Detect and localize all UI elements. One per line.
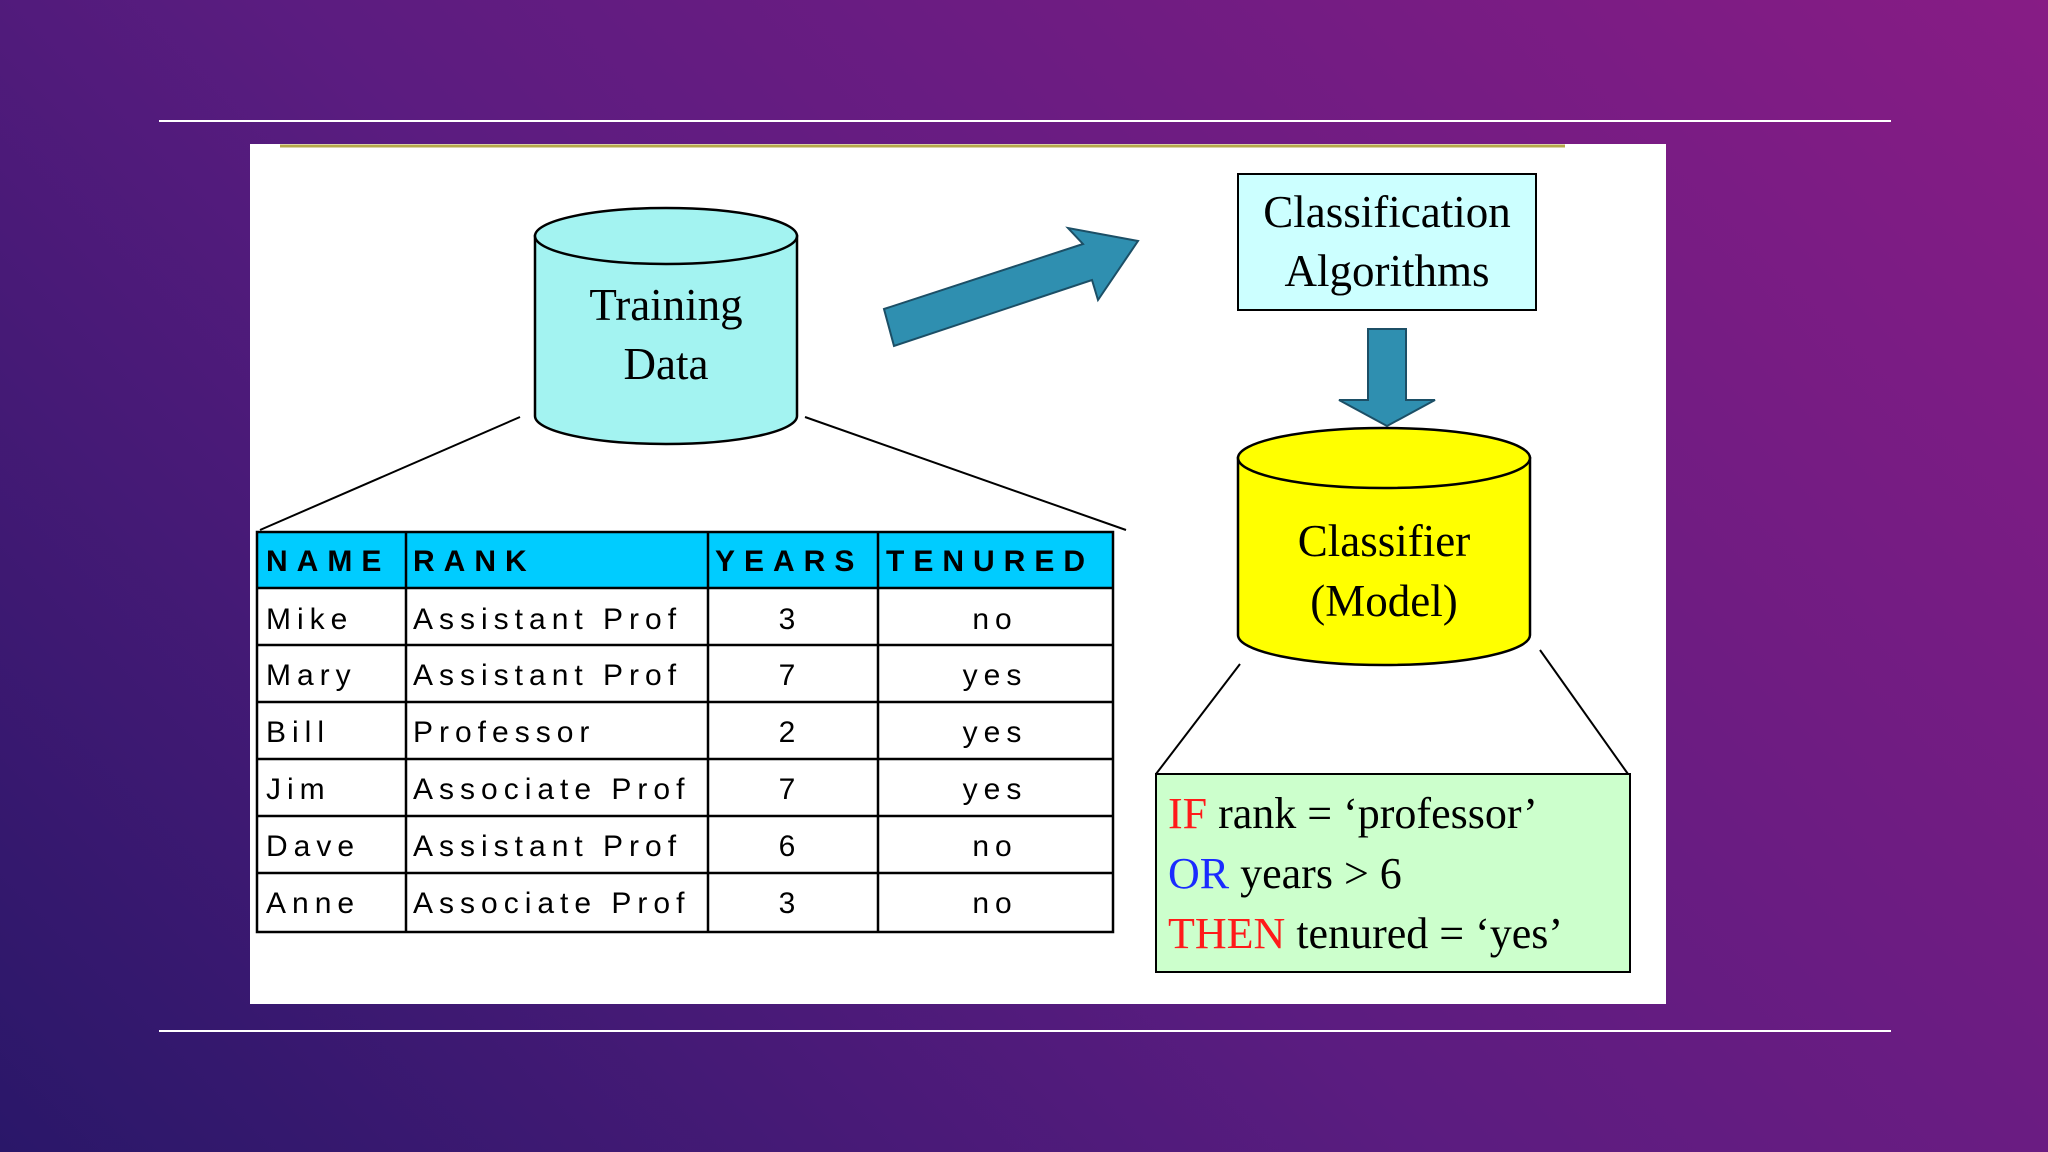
rule-keyword-or: OR [1168, 849, 1230, 898]
table-cell-years: 3 [779, 887, 802, 920]
table-cell-rank: Associate Prof [413, 887, 690, 920]
rule-box: IF rank = ‘professor’ OR years > 6 THEN … [1155, 773, 1631, 973]
table-cell-years: 3 [779, 603, 802, 636]
table-cell-tenured: no [972, 887, 1017, 920]
rule-keyword-if: IF [1168, 789, 1207, 838]
table-cell-rank: Professor [413, 716, 595, 749]
table-cell-name: Mike [266, 603, 353, 636]
table-header-tenured: TENURED [886, 545, 1094, 578]
arrow-down-icon [1338, 328, 1436, 428]
table-cell-tenured: no [972, 830, 1017, 863]
table-cell-years: 7 [779, 659, 802, 692]
rule-text-if: rank = ‘professor’ [1207, 789, 1538, 838]
bottom-divider [159, 1030, 1891, 1032]
classifier-label-line2: (Model) [1310, 576, 1457, 626]
table-cell-rank: Assistant Prof [413, 659, 682, 692]
classifier-cylinder-body [1236, 456, 1532, 667]
training-data-label-line1: Training [589, 280, 742, 330]
table-cell-tenured: yes [963, 716, 1028, 749]
table-cell-rank: Assistant Prof [413, 603, 682, 636]
zoom-line-right [804, 416, 1127, 531]
table-header-years: YEARS [715, 545, 863, 578]
table-cell-name: Dave [266, 830, 360, 863]
rule-keyword-then: THEN [1168, 909, 1285, 958]
classifier-cylinder-top [1236, 426, 1532, 490]
algorithms-label-line2: Algorithms [1284, 246, 1489, 296]
zoom-line-left [259, 416, 521, 531]
training-data-label-line2: Data [624, 339, 709, 389]
classifier-cylinder: Classifier (Model) [1236, 426, 1532, 667]
table-cell-name: Anne [266, 887, 360, 920]
table-cell-tenured: yes [963, 659, 1028, 692]
arrow-right-icon [882, 226, 1140, 348]
table-cell-years: 2 [779, 716, 802, 749]
table-cell-rank: Associate Prof [413, 773, 690, 806]
algorithms-label-line1: Classification [1263, 187, 1510, 237]
table-cell-name: Mary [266, 659, 357, 692]
rule-box-frame [1155, 773, 1631, 973]
rule-line-then: THEN tenured = ‘yes’ [1168, 909, 1563, 958]
zoom-line-classifier-right [1539, 649, 1629, 775]
table-header-row [257, 532, 1113, 588]
top-divider [159, 120, 1891, 122]
table-cell-tenured: no [972, 603, 1017, 636]
classification-diagram: Training Data Classification Algorithms … [255, 144, 1631, 973]
diagram-slide: Training Data Classification Algorithms … [250, 144, 1666, 1004]
rule-line-if: IF rank = ‘professor’ [1168, 789, 1538, 838]
zoom-line-classifier-left [1155, 663, 1241, 775]
table-cell-years: 6 [779, 830, 802, 863]
algorithms-box-frame [1237, 173, 1537, 311]
table-grid [255, 530, 1115, 934]
table-cell-name: Bill [266, 716, 330, 749]
classifier-label-line1: Classifier [1298, 516, 1470, 566]
table-header-name: NAME [266, 545, 390, 578]
training-cylinder-body [533, 234, 799, 446]
table-header-rank: RANK [413, 545, 536, 578]
rule-text-or: years > 6 [1229, 849, 1402, 898]
table-cell-rank: Assistant Prof [413, 830, 682, 863]
table-cell-name: Jim [266, 773, 331, 806]
table-cell-tenured: yes [963, 773, 1028, 806]
classification-algorithms-box: Classification Algorithms [1237, 173, 1537, 311]
training-table: NAME RANK YEARS TENURED Mike Assistant P… [255, 530, 1115, 934]
rule-text-then: tenured = ‘yes’ [1285, 909, 1563, 958]
table-cell-years: 7 [779, 773, 802, 806]
training-cylinder-top [533, 206, 799, 266]
rule-line-or: OR years > 6 [1168, 849, 1402, 898]
training-data-cylinder: Training Data [533, 206, 799, 446]
